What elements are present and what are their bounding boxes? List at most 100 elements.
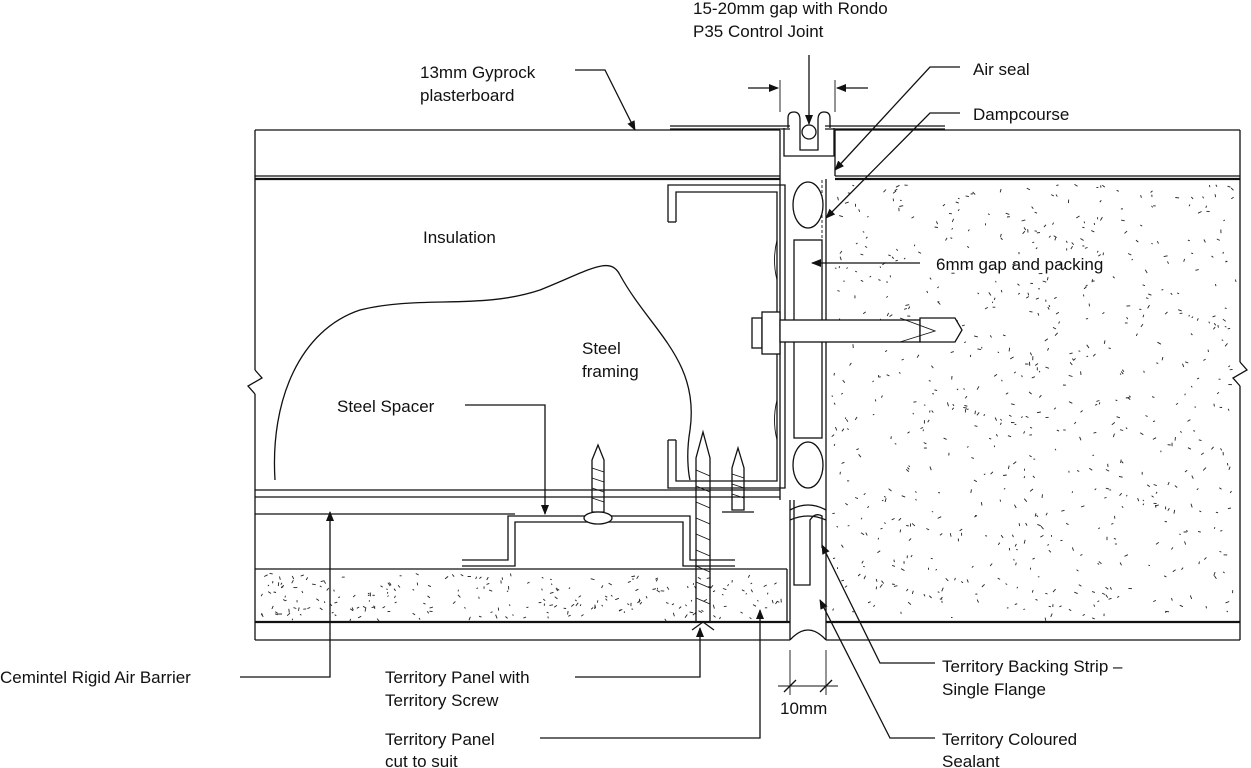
concrete-speckle	[867, 505, 870, 509]
concrete-speckle	[1147, 304, 1150, 309]
concrete-speckle	[1008, 414, 1012, 417]
concrete-speckle	[1164, 311, 1168, 315]
panel-speckle	[331, 611, 334, 614]
concrete-speckle	[971, 260, 974, 263]
concrete-speckle	[1000, 237, 1003, 241]
panel-speckle	[291, 579, 294, 584]
concrete-speckle	[988, 292, 992, 296]
panel-speckle	[427, 595, 431, 599]
concrete-speckle	[1225, 601, 1230, 604]
concrete-speckle	[1083, 221, 1086, 224]
panel-speckle	[596, 600, 599, 603]
concrete-speckle	[860, 532, 865, 536]
concrete-speckle	[981, 583, 985, 588]
panel-speckle	[376, 618, 380, 622]
concrete-speckle	[971, 457, 975, 459]
concrete-speckle	[929, 277, 932, 280]
panel-speckle	[574, 599, 577, 602]
concrete-speckle	[1054, 332, 1059, 337]
concrete-speckle	[950, 351, 954, 354]
concrete-speckle	[1065, 522, 1069, 525]
panel-speckle	[495, 614, 498, 619]
concrete-speckle	[1231, 196, 1234, 200]
concrete-speckle	[1058, 263, 1062, 265]
concrete-speckle	[1183, 258, 1186, 262]
concrete-speckle	[1029, 488, 1034, 492]
concrete-speckle	[1029, 426, 1033, 429]
gap-label-line2: P35 Control Joint	[693, 22, 824, 41]
panel-speckle	[423, 602, 426, 605]
concrete-speckle	[1151, 495, 1154, 498]
panel-speckle	[267, 591, 272, 594]
concrete-speckle	[837, 196, 839, 201]
concrete-speckle	[1161, 356, 1164, 361]
concrete-speckle	[1185, 361, 1189, 364]
panel-speckle	[288, 608, 290, 613]
concrete-speckle	[1191, 316, 1194, 319]
concrete-speckle	[1035, 297, 1040, 300]
panel-speckle	[412, 588, 415, 591]
concrete-speckle	[895, 259, 898, 262]
concrete-speckle	[893, 585, 898, 587]
concrete-speckle	[1172, 569, 1176, 573]
panel-speckle	[510, 573, 512, 577]
panel-speckle	[652, 588, 657, 590]
concrete-speckle	[1047, 306, 1050, 310]
concrete-speckle	[955, 201, 959, 204]
concrete-speckle	[1008, 347, 1011, 352]
concrete-speckle	[1050, 194, 1055, 197]
dim-10mm-label: 10mm	[780, 699, 827, 718]
concrete-speckle	[951, 407, 955, 410]
concrete-speckle	[1170, 547, 1174, 550]
concrete-speckle	[1175, 402, 1179, 406]
panel-speckle	[526, 606, 529, 609]
concrete-speckle	[1221, 339, 1224, 341]
concrete-speckle	[913, 401, 917, 403]
panel-speckle	[367, 592, 370, 595]
concrete-speckle	[923, 442, 927, 445]
concrete-speckle	[943, 437, 947, 440]
concrete-speckle	[839, 215, 844, 218]
panel-speckle	[490, 611, 493, 613]
concrete-speckle	[1035, 598, 1038, 601]
concrete-speckle	[1171, 597, 1173, 601]
concrete-speckle	[839, 256, 842, 261]
panel-speckle	[541, 576, 544, 579]
concrete-speckle	[1139, 224, 1143, 227]
panel-speckle	[486, 582, 490, 585]
concrete-speckle	[908, 465, 911, 468]
panel-speckle	[479, 576, 482, 579]
concrete-speckle	[952, 403, 955, 407]
concrete-speckle	[908, 538, 912, 542]
concrete-speckle	[976, 599, 979, 603]
concrete-speckle	[911, 216, 915, 219]
concrete-speckle	[1023, 539, 1026, 544]
panel-speckle	[689, 611, 694, 614]
concrete-speckle	[1069, 362, 1073, 366]
concrete-speckle	[918, 251, 922, 254]
panel-speckle	[721, 593, 724, 596]
concrete-speckle	[896, 248, 898, 252]
concrete-speckle	[1061, 509, 1065, 512]
panel-speckle	[719, 616, 721, 620]
concrete-speckle	[1200, 452, 1205, 456]
concrete-speckle	[959, 528, 963, 532]
concrete-speckle	[995, 434, 998, 437]
concrete-speckle	[1086, 355, 1089, 358]
concrete-speckle	[862, 231, 865, 233]
panel-speckle	[415, 573, 419, 576]
concrete-speckle	[854, 270, 858, 273]
concrete-speckle	[1000, 534, 1004, 539]
panel-speckle	[312, 583, 316, 586]
concrete-speckle	[1219, 550, 1222, 553]
concrete-speckle	[911, 590, 914, 595]
concrete-speckle	[1025, 296, 1030, 299]
panel-speckle	[627, 603, 630, 606]
panel-speckle	[305, 577, 309, 581]
concrete-speckle	[989, 335, 992, 338]
concrete-speckle	[1045, 366, 1050, 369]
concrete-speckle	[1191, 252, 1194, 255]
panel-speckle	[636, 575, 639, 580]
concrete-speckle	[834, 426, 838, 431]
concrete-speckle	[884, 350, 888, 353]
